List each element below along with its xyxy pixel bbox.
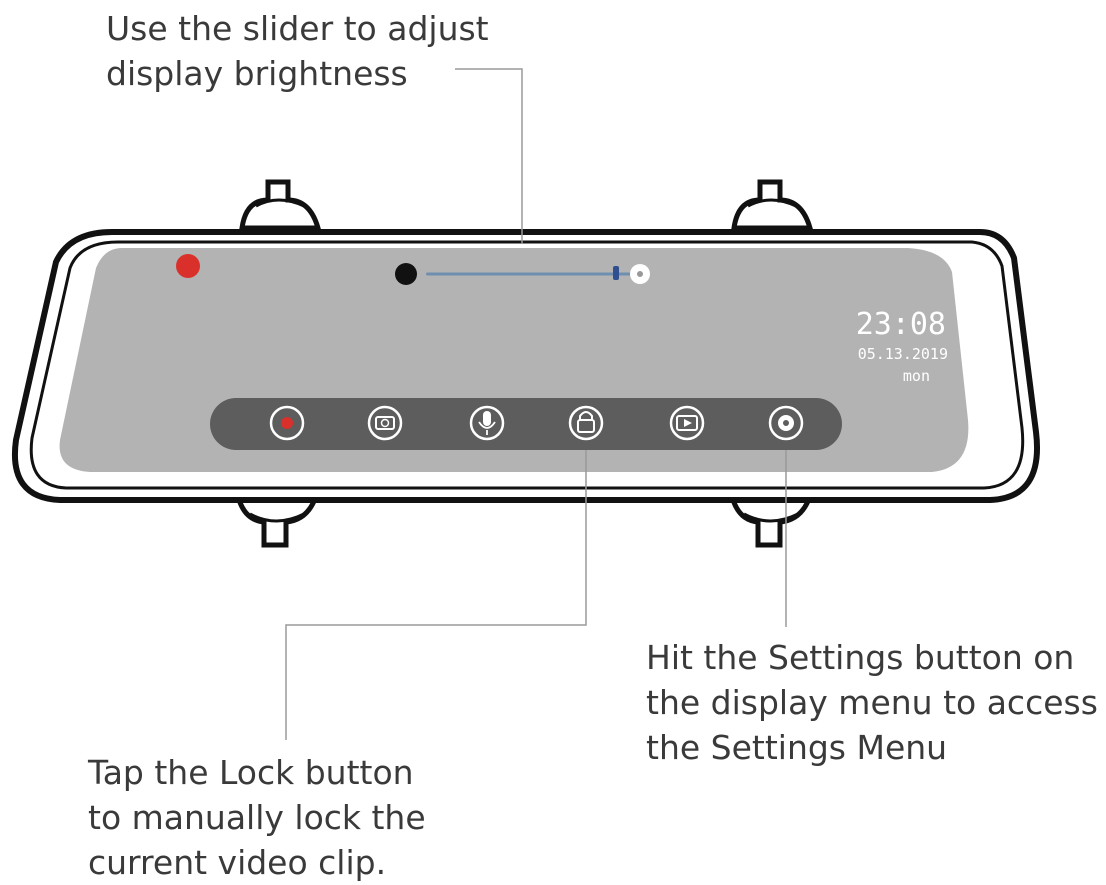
slider-track [426,272,640,276]
settings-callout-line-2: the display menu to access [646,683,1098,722]
playback-icon [676,415,698,431]
record-button[interactable] [269,405,305,441]
record-icon [269,405,305,441]
lock-callout-line-3: current video clip. [88,843,387,882]
clock-weekday: mon [903,367,930,385]
brightness-callout-line-2: display brightness [106,54,408,93]
clock-date: 05.13.2019 [858,345,948,363]
settings-button[interactable] [768,405,804,441]
lock-callout-line-1: Tap the Lock button [88,753,414,792]
lock-button[interactable] [568,405,604,441]
playback-button[interactable] [669,405,705,441]
photo-button[interactable] [367,405,403,441]
clock-time: 23:08 [856,307,946,342]
slider-thumb[interactable] [613,266,619,280]
brightness-callout: Use the slider to adjust display brightn… [106,6,489,96]
microphone-button[interactable] [469,405,505,441]
record-status-dot [176,254,200,278]
top-right-mount [731,179,814,231]
camera-icon [375,416,395,430]
bottom-left-mount [234,493,320,548]
top-left-mount [239,179,322,231]
settings-callout: Hit the Settings button on the display m… [646,635,1098,770]
lock-leader-line [285,450,587,740]
brightness-slider[interactable] [395,263,650,285]
microphone-icon [483,411,491,426]
lock-callout: Tap the Lock button to manually lock the… [88,750,426,885]
lock-callout-line-2: to manually lock the [88,798,426,837]
settings-callout-line-1: Hit the Settings button on [646,638,1075,677]
lock-icon [577,419,595,433]
bottom-right-mount [728,493,814,548]
brightness-low-icon [395,263,417,285]
brightness-leader-line [455,68,523,244]
clock-widget: 23:08 05.13.2019 mon [856,307,948,385]
menu-toolbar [210,398,842,450]
brightness-callout-line-1: Use the slider to adjust [106,9,489,48]
mirror-inner-bezel [29,240,1025,490]
settings-callout-line-3: the Settings Menu [646,728,948,767]
